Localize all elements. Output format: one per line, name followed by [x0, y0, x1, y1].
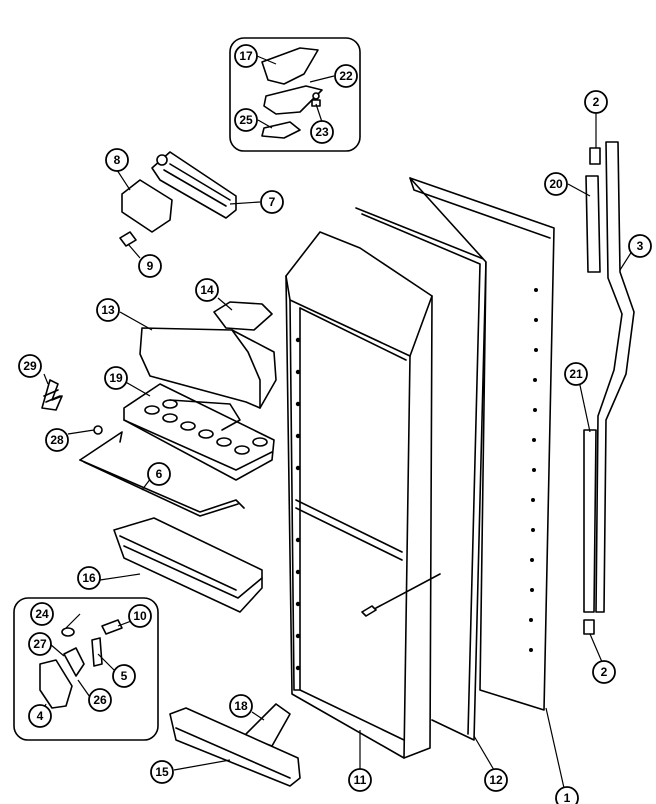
callout-12: 12: [484, 768, 508, 792]
callout-16: 16: [77, 566, 101, 590]
lower-bin: [169, 703, 301, 787]
callout-27: 27: [28, 632, 52, 656]
callout-15: 15: [150, 760, 174, 784]
svg-text:5: 5: [121, 669, 128, 683]
outer-door-panel: [409, 177, 555, 711]
svg-text:8: 8: [114, 153, 121, 167]
cover-part: [213, 301, 273, 331]
callout-2-top: 2: [584, 90, 608, 114]
callout-14: 14: [195, 278, 219, 302]
screw-part: [361, 573, 441, 617]
svg-text:7: 7: [269, 195, 276, 209]
callout-6: 6: [147, 462, 171, 486]
wire-rack: [79, 431, 245, 517]
svg-text:9: 9: [147, 259, 154, 273]
callout-4: 4: [28, 704, 52, 728]
callout-28: 28: [45, 428, 69, 452]
svg-text:2: 2: [593, 95, 600, 109]
handle-assembly: [583, 141, 635, 635]
svg-text:20: 20: [549, 177, 563, 191]
spring-clip: [41, 379, 103, 435]
callout-29: 29: [18, 354, 42, 378]
callout-11: 11: [348, 768, 372, 792]
callout-25: 25: [234, 108, 258, 132]
svg-text:23: 23: [315, 125, 329, 139]
svg-text:3: 3: [637, 239, 644, 253]
callout-7: 7: [260, 190, 284, 214]
callout-19: 19: [104, 366, 128, 390]
svg-text:2: 2: [601, 665, 608, 679]
egg-tray: [123, 383, 275, 481]
hinge-assembly: [119, 151, 237, 247]
callout-10: 10: [128, 604, 152, 628]
svg-text:28: 28: [50, 433, 64, 447]
svg-text:16: 16: [82, 571, 96, 585]
svg-text:11: 11: [354, 773, 367, 787]
svg-text:12: 12: [489, 773, 503, 787]
callout-21: 21: [564, 362, 588, 386]
callout-26: 26: [88, 688, 112, 712]
svg-text:4: 4: [37, 709, 44, 723]
callout-18: 18: [229, 694, 253, 718]
callouts: 17 22 25 23 8 7 9 14 13 29 19 28 6 16 2 …: [18, 44, 652, 804]
callout-17: 17: [234, 44, 258, 68]
svg-text:24: 24: [35, 607, 49, 621]
svg-text:29: 29: [23, 359, 37, 373]
shelf-front: [139, 327, 277, 409]
callout-20: 20: [544, 172, 568, 196]
lower-hinge-inset: [13, 597, 159, 741]
door-gasket: [355, 207, 487, 741]
svg-text:14: 14: [200, 283, 214, 297]
svg-text:27: 27: [33, 637, 47, 651]
callout-23: 23: [310, 120, 334, 144]
callout-24: 24: [30, 602, 54, 626]
callout-8: 8: [105, 148, 129, 172]
svg-text:26: 26: [93, 693, 107, 707]
svg-text:17: 17: [239, 49, 253, 63]
svg-text:10: 10: [133, 609, 147, 623]
svg-text:13: 13: [101, 303, 115, 317]
svg-text:21: 21: [569, 367, 583, 381]
callout-1: 1: [555, 786, 579, 804]
door-bin: [113, 517, 263, 613]
hinge-inset: [229, 37, 361, 152]
callout-9: 9: [138, 254, 162, 278]
leader-lines: [39, 55, 635, 789]
door-liner: [285, 231, 433, 759]
callout-2-bottom: 2: [592, 660, 616, 684]
callout-3: 3: [628, 234, 652, 258]
callout-5: 5: [112, 664, 136, 688]
svg-text:15: 15: [155, 765, 169, 779]
svg-text:19: 19: [109, 371, 123, 385]
svg-text:18: 18: [234, 699, 248, 713]
callout-22: 22: [334, 64, 358, 88]
svg-text:1: 1: [564, 791, 571, 804]
svg-text:25: 25: [239, 113, 253, 127]
svg-text:22: 22: [339, 69, 353, 83]
callout-13: 13: [96, 298, 120, 322]
svg-text:6: 6: [156, 467, 163, 481]
